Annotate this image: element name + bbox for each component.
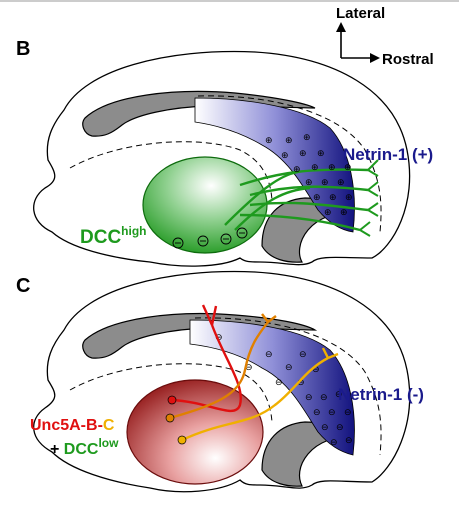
charge-minus: ⊖ [305,393,313,403]
orange-axon-cone [261,313,277,323]
panel-c-unc5-c: C [103,417,115,434]
orange-cell-body [165,413,175,423]
panel-b-netrin-region [194,97,355,233]
axis-right-arrowhead [370,53,380,63]
charge-plus: ⊕ [299,149,307,159]
panel-b-charges: ⊕ ⊕ ⊕ ⊕ ⊕ ⊕ ⊕ ⊕ ⊕ ⊕ ⊕ ⊕ ⊕ ⊕ ⊕ ⊕ ⊕ ⊕ [265,133,353,218]
charge-minus: ⊖ [245,363,253,373]
panel-c-dashed-inner [69,363,273,423]
growth-cone [367,181,379,197]
charge-plus: ⊕ [293,165,301,175]
panel-c: C ⊖ ⊖ ⊖ ⊖ ⊖ ⊖ ⊖ ⊖ ⊖ ⊖ ⊖ ⊖ ⊖ ⊖ ⊖ ⊖ ⊖ [16,270,424,493]
charge-minus: ⊖ [297,378,305,388]
charge-plus: ⊕ [265,136,273,146]
green-axon [239,213,361,232]
charge-plus: ⊕ [329,193,337,203]
yellow-cell-body [177,435,187,445]
panel-c-dcc-label: + DCClow [50,436,119,458]
charge-plus: ⊕ [321,178,329,188]
panel-c-dcc-main: DCC [64,441,99,458]
growth-cone [367,159,379,177]
panel-c-netrin-label: Netrin-1 (-) [338,385,424,404]
charge-minus: ⊖ [345,436,353,446]
charge-plus: ⊕ [328,163,336,173]
red-axon-cone [201,304,218,326]
orange-axon [169,321,269,420]
panel-b-dashed-outer [197,95,382,233]
panel-c-dcc-sup: low [98,436,119,450]
charge-plus: ⊕ [345,193,353,203]
panel-b-neurons [172,227,248,249]
neuron-cell [172,237,184,249]
panel-b: B [16,38,433,267]
panel-b-dcc-sup: high [121,224,146,238]
charge-minus: ⊖ [321,423,329,433]
panel-b-brain-outline [33,50,411,267]
panel-b-growth-cones [359,159,379,237]
panel-c-unc5-main: Unc5A-B- [30,417,103,434]
panel-b-dcc-label: DCChigh [80,224,147,248]
charge-plus: ⊕ [281,151,289,161]
panel-c-netrin-region [189,319,355,456]
axis-up-arrowhead [336,22,346,32]
neuron-cell [236,227,248,239]
charge-minus: ⊖ [336,423,344,433]
green-axon [224,170,299,226]
charge-plus: ⊕ [324,208,332,218]
red-axon [171,324,242,413]
charge-minus: ⊖ [328,408,336,418]
charge-plus: ⊕ [285,136,293,146]
neuron-cell [197,235,209,247]
charge-minus: ⊖ [320,393,328,403]
panel-c-dcc-plus: + [50,441,64,458]
charge-minus: ⊖ [265,350,273,360]
panel-c-axons [169,304,339,442]
axis-rostral-label: Rostral [382,51,434,68]
charge-plus: ⊕ [305,178,313,188]
green-axon [234,186,311,231]
charge-minus: ⊖ [275,378,283,388]
growth-cone [359,221,371,237]
yellow-axon [181,356,329,442]
panel-c-unc5-sphere [126,379,264,485]
panel-c-unc5-label: Unc5A-B-C [30,417,115,434]
orientation-axes: Lateral Rostral [336,5,434,68]
charge-minus: ⊖ [215,333,223,343]
panel-c-letter: C [16,275,30,297]
panel-c-brain-outline [33,270,411,493]
red-cell-body [167,395,177,405]
yellow-axon-cone [321,347,339,360]
panel-b-dashed-inner [69,141,273,201]
charge-minus: ⊖ [330,438,338,448]
charge-plus: ⊕ [311,163,319,173]
panel-b-green-axons [224,168,369,232]
panel-b-letter: B [16,38,30,60]
charge-minus: ⊖ [313,408,321,418]
charge-plus: ⊕ [340,208,348,218]
charge-minus: ⊖ [312,365,320,375]
charge-minus: ⊖ [335,390,343,400]
charge-plus: ⊕ [303,133,311,143]
axis-lateral-label: Lateral [336,5,385,22]
panel-b-netrin-label: Netrin-1 (+) [343,145,433,164]
growth-cone [367,202,379,217]
charge-plus: ⊕ [313,193,321,203]
charge-plus: ⊕ [317,149,325,159]
charge-minus: ⊖ [344,408,352,418]
charge-plus: ⊕ [344,163,352,173]
charge-minus: ⊖ [285,363,293,373]
neuron-cell [220,233,232,245]
panel-c-cell-bodies [165,395,187,445]
panel-b-dcc-sphere [142,156,268,254]
panel-c-dashed-outer [194,317,382,456]
charge-plus: ⊕ [337,178,345,188]
charge-minus: ⊖ [299,350,307,360]
panel-c-charges: ⊖ ⊖ ⊖ ⊖ ⊖ ⊖ ⊖ ⊖ ⊖ ⊖ ⊖ ⊖ ⊖ ⊖ ⊖ ⊖ ⊖ ⊖ [215,333,353,448]
panel-b-dcc-main: DCC [80,227,121,248]
